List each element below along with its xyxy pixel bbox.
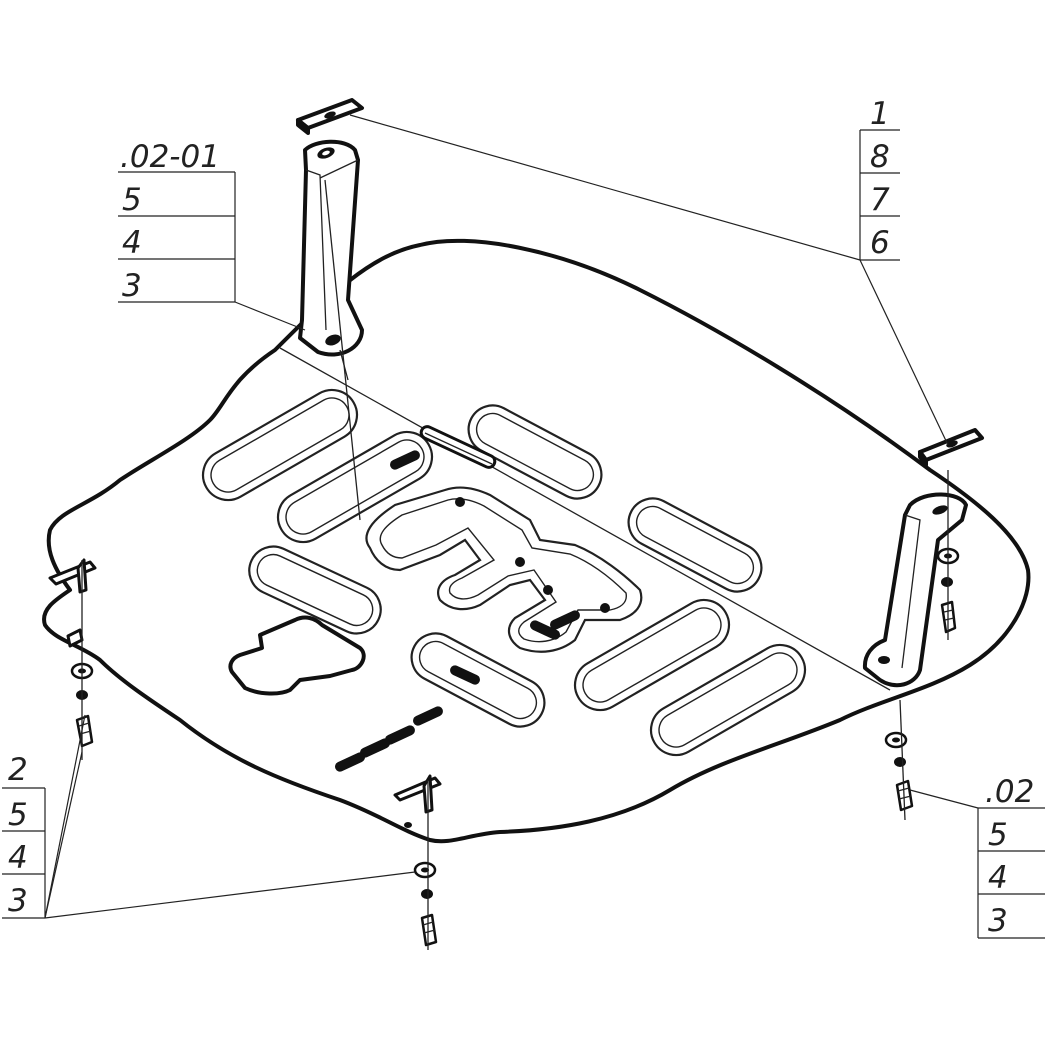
callout-row: 4 bbox=[8, 840, 28, 876]
vent-slots bbox=[201, 388, 807, 757]
left-bracket bbox=[296, 98, 364, 357]
callout-bottom-left: 2 5 4 3 bbox=[2, 752, 46, 919]
callout-row: 5 bbox=[122, 182, 142, 218]
callout-header: 2 bbox=[8, 752, 28, 788]
skid-plate bbox=[42, 238, 1031, 844]
callout-header: .02-01 bbox=[120, 139, 220, 175]
callout-row: 5 bbox=[8, 797, 28, 833]
callout-row: 5 bbox=[988, 817, 1008, 853]
right-lower-fasteners bbox=[884, 731, 914, 812]
small-slots bbox=[335, 450, 580, 772]
leader-lines bbox=[44, 114, 979, 919]
callout-row: 3 bbox=[988, 903, 1008, 939]
right-bracket bbox=[862, 428, 984, 688]
callout-row: 7 bbox=[870, 182, 890, 218]
left-bracket-body bbox=[298, 139, 364, 357]
callout-row: 8 bbox=[870, 139, 890, 175]
callout-header: 1 bbox=[870, 96, 890, 132]
callout-row: 4 bbox=[988, 860, 1008, 896]
vent-slot bbox=[276, 430, 434, 544]
callout-row: 6 bbox=[870, 225, 890, 261]
raised-rib bbox=[419, 425, 497, 469]
right-bracket-body bbox=[862, 492, 968, 688]
vent-slot bbox=[201, 388, 359, 502]
rivet-holes bbox=[455, 497, 610, 613]
callout-row: 4 bbox=[122, 225, 142, 261]
vent-slot bbox=[649, 643, 807, 757]
serpentine-channel bbox=[365, 486, 643, 653]
callout-top-right: 1 8 7 6 bbox=[859, 96, 900, 261]
callout-top-left: .02-01 5 4 3 bbox=[118, 139, 236, 304]
vent-slot bbox=[248, 545, 382, 635]
vent-slot bbox=[467, 404, 603, 500]
plate-fold-line bbox=[279, 347, 891, 691]
access-cutout bbox=[228, 615, 366, 696]
callout-row: 3 bbox=[122, 268, 142, 304]
callout-row: 3 bbox=[8, 883, 28, 919]
assembly-axis-lines bbox=[81, 179, 949, 950]
bottom-clip-assembly bbox=[393, 774, 442, 947]
callout-bottom-right: .02 5 4 3 bbox=[977, 774, 1045, 939]
callout-header: .02 bbox=[985, 774, 1034, 810]
vent-slot bbox=[573, 598, 731, 712]
vent-slot bbox=[627, 497, 763, 593]
